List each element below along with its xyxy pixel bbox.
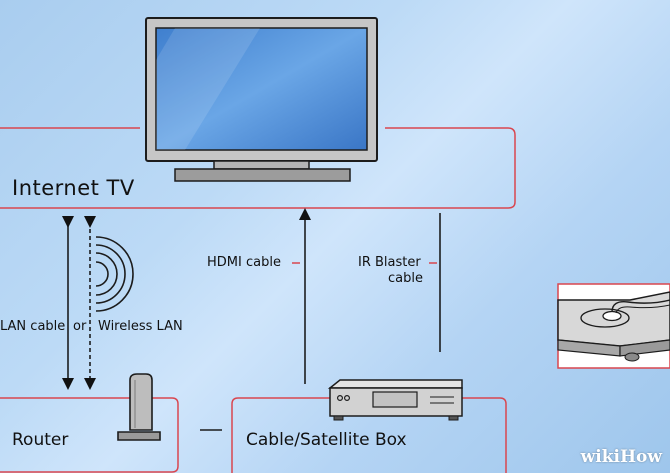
wireless-lan-label: Wireless LAN bbox=[98, 319, 183, 334]
router-frame bbox=[0, 397, 179, 473]
internet-tv-label: Internet TV bbox=[12, 176, 135, 200]
wikihow-watermark: wikiHow bbox=[580, 447, 662, 467]
lan-cable-label: LAN cable bbox=[0, 319, 66, 334]
tv-neck bbox=[213, 160, 310, 170]
hdmi-cable-label: HDMI cable bbox=[207, 255, 281, 270]
router-label: Router bbox=[12, 430, 69, 450]
router-illustration bbox=[117, 373, 161, 441]
ir-blaster-inset bbox=[557, 283, 670, 369]
cable-box-illustration bbox=[327, 379, 463, 421]
cable-satellite-box-label: Cable/Satellite Box bbox=[246, 430, 407, 450]
box-display bbox=[372, 391, 418, 408]
tv-screen bbox=[155, 27, 368, 151]
wireless-signal-icon bbox=[95, 236, 134, 312]
ir-blaster-label-line2: cable bbox=[388, 271, 423, 286]
box-frame bbox=[231, 397, 507, 473]
tv-stand bbox=[174, 168, 351, 182]
ir-blaster-label-line1: IR Blaster bbox=[358, 255, 421, 270]
or-label: or bbox=[73, 319, 87, 334]
tv-illustration bbox=[145, 17, 378, 182]
internet-tv-frame bbox=[0, 127, 516, 209]
